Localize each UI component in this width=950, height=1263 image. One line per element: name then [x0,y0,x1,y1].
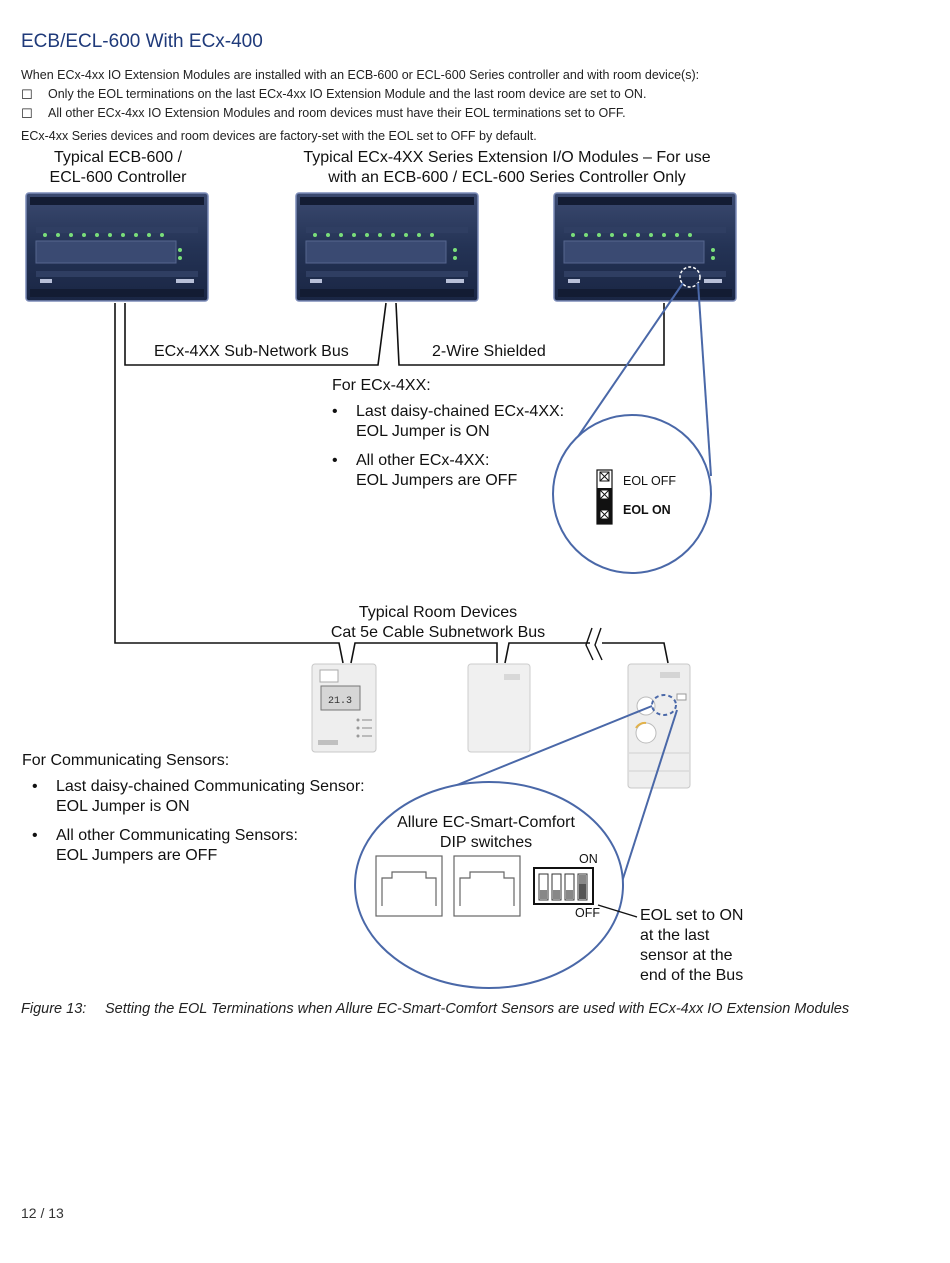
intro-section: When ECx-4xx IO Extension Modules are in… [21,66,921,146]
intro-lead: When ECx-4xx IO Extension Modules are in… [21,68,700,82]
cable-break-icon [585,627,603,661]
dip-title-line-2: DIP switches [439,834,533,851]
figure-number: Figure 13: [21,1001,87,1017]
rj45-port-left [375,855,443,917]
controller-label: Typical ECB-600 / ECL-600 Controller [18,148,218,188]
intro-bullet-2: ☐ All other ECx-4xx IO Extension Modules… [21,104,921,123]
room-devices-label-line-1: Typical Room Devices [358,604,518,621]
intro-bullet-1-text: Only the EOL terminations on the last EC… [48,87,647,101]
eol-callout-line: at the last [640,927,710,944]
modules-label-line-2: with an ECB-600 / ECL-600 Series Control… [328,169,686,186]
dip-off-label: OFF [575,906,600,920]
modules-label-line-1: Typical ECx-4XX Series Extension I/O Mod… [303,149,711,166]
io-module-1 [295,192,479,302]
ecx-notes: For ECx-4XX: • Last daisy-chained ECx-4X… [332,376,592,500]
ecx-notes-heading: For ECx-4XX: [332,377,431,394]
ecx-note-line: EOL Jumpers are OFF [356,472,518,489]
eol-on-label: EOL ON [623,503,671,517]
room-devices-label-line-2: Cat 5e Cable Subnetwork Bus [330,624,546,641]
thermostat-display: 21.3 [328,696,352,707]
checkbox-glyph: ☐ [21,87,33,102]
ecx-note-line: All other ECx-4XX: [356,452,490,469]
sensor-note-item: • Last daisy-chained Communicating Senso… [32,777,402,817]
thermostat-device [311,663,377,753]
controller-label-line-1: Typical ECB-600 / [53,149,183,166]
ecx-note-item: • All other ECx-4XX: EOL Jumpers are OFF [332,451,592,491]
dip-on-label: ON [579,852,598,866]
figure-caption: Figure 13: Setting the EOL Terminations w… [21,1001,849,1017]
room-sensor-device [467,663,531,753]
sensor-note-line: EOL Jumpers are OFF [56,847,218,864]
eol-callout-line: end of the Bus [640,967,744,984]
page-number: 12 / 13 [21,1205,64,1221]
eol-callout-text: EOL set to ON at the last sensor at the … [640,906,780,986]
controller-device [25,192,209,302]
eol-off-label: EOL OFF [623,474,677,488]
sensor-notes-heading: For Communicating Sensors: [22,752,230,769]
eol-callout-line: EOL set to ON [640,907,744,924]
bullet-glyph: • [32,778,38,795]
dip-switch-icon [533,867,594,905]
intro-bullet-1: ☐ Only the EOL terminations on the last … [21,85,921,104]
figure-caption-text: Setting the EOL Terminations when Allure… [105,1001,850,1017]
ecx-note-line: Last daisy-chained ECx-4XX: [356,403,565,420]
eol-callout-leader [597,904,638,918]
sensor-note-item: • All other Communicating Sensors: EOL J… [32,826,402,866]
sensor-notes: For Communicating Sensors: • Last daisy-… [22,751,402,875]
controller-label-line-2: ECL-600 Controller [49,169,187,186]
intro-bullet-2-text: All other ECx-4xx IO Extension Modules a… [48,106,626,120]
sensor-note-line: EOL Jumper is ON [56,798,190,815]
rj45-port-right [453,855,521,917]
jumper-callout [552,282,712,574]
checkbox-glyph: ☐ [21,106,33,121]
subnet-bus-label: ECx-4XX Sub-Network Bus [154,343,349,360]
sensor-note-line: All other Communicating Sensors: [56,827,298,844]
modules-label: Typical ECx-4XX Series Extension I/O Mod… [272,148,742,188]
sensor-note-line: Last daisy-chained Communicating Sensor: [56,778,365,795]
two-wire-label: 2-Wire Shielded [432,343,546,360]
bullet-glyph: • [332,452,338,469]
bullet-glyph: • [332,403,338,420]
smart-comfort-sensor [627,663,691,789]
jumper-icon [596,469,613,525]
dip-title: Allure EC-Smart-Comfort DIP switches [376,813,596,853]
dip-title-line-1: Allure EC-Smart-Comfort [397,814,575,831]
ecx-note-line: EOL Jumper is ON [356,423,490,440]
ecx-note-item: • Last daisy-chained ECx-4XX: EOL Jumper… [332,402,592,442]
bullet-glyph: • [32,827,38,844]
subnet-bus-wiring [114,302,669,664]
room-devices-label: Typical Room Devices Cat 5e Cable Subnet… [318,603,558,643]
io-module-2 [553,192,737,302]
page-title: ECB/ECL-600 With ECx-400 [21,31,263,52]
eol-callout-line: sensor at the [640,947,733,964]
intro-footnote: ECx-4xx Series devices and room devices … [21,129,537,143]
